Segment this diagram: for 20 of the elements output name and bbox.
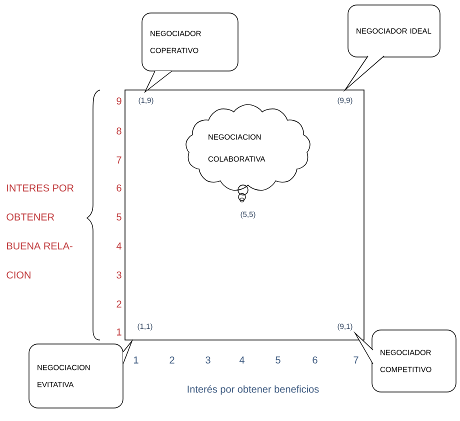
axis-tick-label: 2 (170, 356, 174, 364)
axis-tick-label: 8 (116, 127, 122, 135)
axis-tick-label: 2 (116, 300, 122, 308)
axis-title-line: INTERES POR (7, 184, 74, 192)
axis-tick-label: 6 (312, 356, 318, 364)
axis-tick-label: 1 (134, 356, 138, 364)
axis-title: Interés por obtener beneficios (188, 385, 319, 395)
axis-title-line: OBTENER (6, 213, 54, 221)
axis-title-line: BUENA RELA- (7, 242, 72, 250)
axis-title-line: CION (6, 271, 30, 279)
axis-tick-label: 3 (116, 271, 122, 279)
axis-tick-label: 9 (116, 97, 122, 105)
axis-tick-label: 5 (276, 356, 280, 364)
axis-tick-label: 7 (354, 356, 358, 364)
axis-tick-label: 7 (116, 156, 122, 164)
axis-tick-label: 4 (239, 356, 244, 364)
axis-tick-label: 3 (206, 356, 210, 364)
axis-tick-label: 5 (116, 214, 122, 220)
axis-tick-label: 6 (116, 184, 122, 192)
axis-tick-label: 4 (116, 242, 122, 250)
